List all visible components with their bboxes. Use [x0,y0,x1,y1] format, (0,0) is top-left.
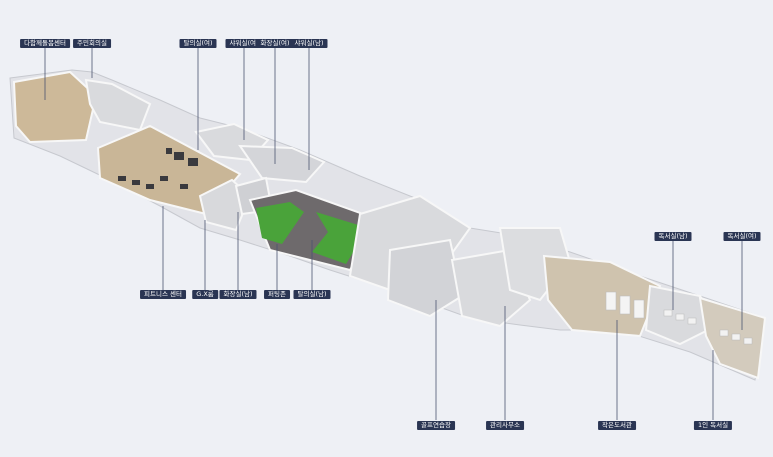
label-study-m: 독서실(남) [654,232,692,241]
turf-right [312,212,368,264]
label-toilet-f: 화장실(여) [256,39,294,48]
study-desks [663,309,753,345]
room-shower-toilet-f [238,144,326,184]
fitness-equipment [118,148,198,189]
leader-lines [44,48,743,420]
label-community-center: 다함께돌봄센터 [20,39,70,48]
label-single-study: 1인 독서실 [693,421,733,430]
label-changing-f: 탈의실(여) [179,39,217,48]
label-management-office: 관리사무소 [486,421,524,430]
label-changing-m: 탈의실(남) [293,290,331,299]
label-shower-m: 샤워실(남) [290,39,328,48]
room-small-library [542,254,662,338]
label-toilet-m: 화장실(남) [219,290,257,299]
room-community-center [12,70,98,144]
label-small-library: 작은도서관 [598,421,636,430]
label-gx-room: G.X룸 [192,290,218,299]
library-shelves [605,291,645,319]
label-resident-meeting: 주민회의실 [73,39,111,48]
label-putting-zone: 퍼팅존 [264,290,290,299]
turf-left [256,202,304,244]
label-study-f: 독서실(여) [723,232,761,241]
label-golf-range: 골프연습장 [417,421,455,430]
label-fitness-center: 피트니스 센터 [140,290,186,299]
label-shower-f: 샤워실(여) [225,39,263,48]
room-golf-range [386,238,464,318]
